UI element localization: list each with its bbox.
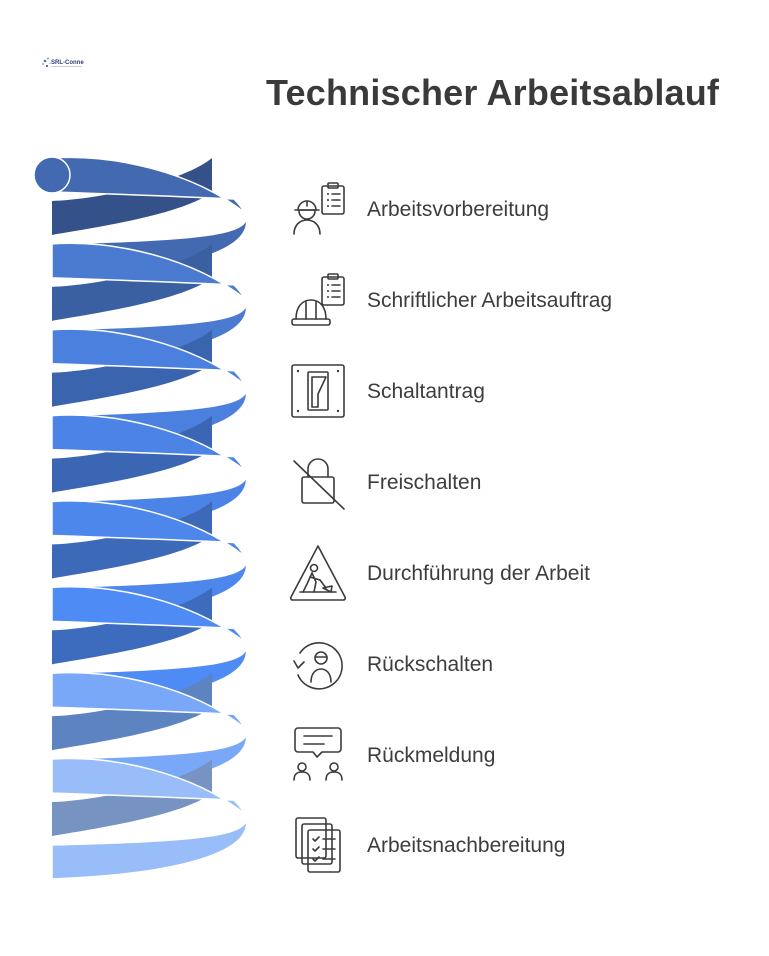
step-label: Schaltantrag xyxy=(367,380,485,403)
checklist-documents-icon xyxy=(295,817,341,873)
step-rueckmeldung: Rückmeldung xyxy=(286,724,726,788)
lock-crossed-icon xyxy=(293,458,345,510)
step-label: Arbeitsnachbereitung xyxy=(367,834,566,857)
step-rueckschalten: Rückschalten xyxy=(286,633,726,697)
svg-text:SRL-Connect.com: SRL-Connect.com xyxy=(51,60,84,66)
switch-icon xyxy=(291,364,345,418)
step-label: Rückmeldung xyxy=(367,744,496,767)
step-schaltantrag: Schaltantrag xyxy=(286,360,726,424)
step-label: Freischalten xyxy=(367,471,482,494)
step-label: Durchführung der Arbeit xyxy=(367,562,590,585)
step-label: Rückschalten xyxy=(367,653,494,676)
engineer-clipboard-icon xyxy=(293,182,345,235)
coil-back-band xyxy=(52,329,212,407)
step-arbeitsvorbereitung: Arbeitsvorbereitung xyxy=(286,178,726,242)
step-arbeitsnachbereitung: Arbeitsnachbereitung xyxy=(286,814,726,878)
coil-back-band xyxy=(52,587,212,665)
coil-back-band xyxy=(52,759,212,837)
step-label: Schriftlicher Arbeitsauftrag xyxy=(367,289,613,312)
coil-back-band xyxy=(52,243,212,321)
brand-logo: SRL-Connect.com xyxy=(42,57,84,68)
step-label: Arbeitsvorbereitung xyxy=(367,198,550,221)
coil-front-band xyxy=(51,757,248,880)
coil-back-band xyxy=(52,501,212,579)
step-freischalten: Freischalten xyxy=(286,451,726,515)
feedback-chat-icon xyxy=(293,727,343,781)
hardhat-clipboard-icon xyxy=(291,273,345,326)
page-title: Technischer Arbeitsablauf xyxy=(266,72,720,113)
step-durchfuehrung-der-arbeit: Durchführung der Arbeit xyxy=(286,542,726,606)
step-schriftlicher-arbeitsauftrag: Schriftlicher Arbeitsauftrag xyxy=(286,269,726,333)
coil-back-band xyxy=(52,415,212,493)
coil-end-cap xyxy=(33,156,71,194)
person-rotate-icon xyxy=(293,642,343,690)
construction-sign-icon xyxy=(289,545,347,601)
coil-back-band xyxy=(52,158,212,235)
coil-back-band xyxy=(52,673,212,751)
